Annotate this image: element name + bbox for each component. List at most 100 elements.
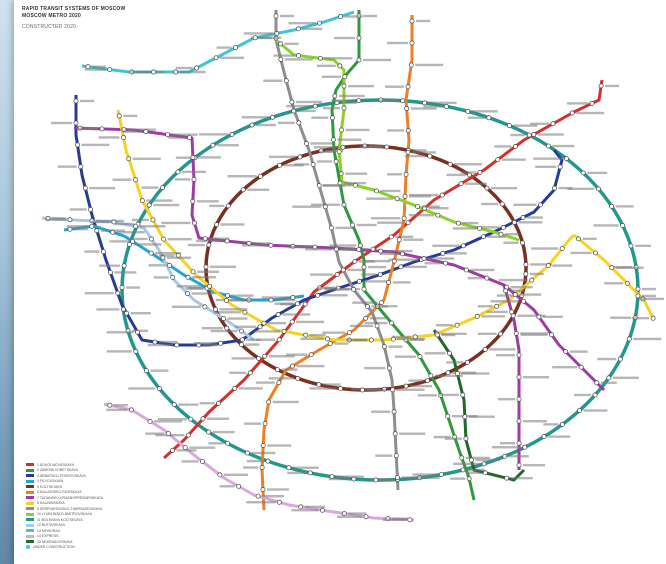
station-label (148, 264, 166, 267)
legend-label: 6 KALUZHSKO-RIZHSKAYA (37, 490, 82, 494)
station-label (467, 276, 483, 280)
station-label (363, 58, 391, 62)
station-marker (559, 421, 565, 427)
station-label (262, 494, 285, 498)
station-label (191, 276, 216, 279)
station-label (286, 353, 308, 356)
station-label (379, 478, 394, 482)
station-label (334, 342, 349, 345)
station-label (255, 123, 276, 127)
station-marker (203, 264, 209, 270)
station-marker (592, 392, 598, 398)
station-marker (165, 431, 171, 437)
station-label (543, 423, 559, 426)
station-label (570, 251, 592, 255)
station-label (605, 84, 620, 88)
station-marker (244, 450, 250, 456)
station-label (466, 471, 482, 475)
station-label (127, 128, 156, 131)
station-label (504, 233, 519, 236)
station-marker (481, 461, 487, 467)
station-marker (523, 261, 529, 267)
station-label (335, 226, 356, 230)
station-label (199, 133, 229, 136)
station-label (593, 224, 619, 227)
station-marker (509, 309, 515, 315)
station-marker (317, 20, 323, 26)
station-marker (260, 443, 266, 449)
station-label (366, 388, 387, 392)
station-marker (261, 320, 267, 326)
station-marker (333, 159, 339, 164)
station-marker (259, 465, 265, 470)
station-marker (175, 169, 181, 175)
station-label (533, 157, 563, 160)
station-marker (506, 123, 512, 129)
station-marker (398, 264, 404, 270)
station-label (139, 225, 166, 228)
station-marker (425, 378, 430, 384)
station-label (302, 27, 323, 31)
legend-item: 3 ARBATSKO-POKROVSKAYA (26, 473, 136, 478)
station-label (51, 217, 66, 220)
station-marker (465, 108, 471, 114)
station-label (452, 227, 476, 230)
station-label (486, 310, 508, 314)
station-marker (422, 100, 428, 106)
station-marker (298, 504, 304, 510)
station-label (446, 252, 467, 255)
station-marker (277, 162, 283, 168)
station-marker (364, 303, 370, 309)
station-marker (170, 447, 175, 453)
station-label (310, 142, 335, 145)
station-label (633, 337, 662, 341)
station-marker (206, 242, 212, 248)
station-label (178, 403, 199, 406)
station-label (368, 265, 386, 269)
station-label (424, 261, 442, 265)
legend-item: 13 MONORAIL (26, 528, 136, 533)
station-label (498, 397, 515, 401)
legend-item: 9 SERPUKHOVSKO-TIMIRYAZEVSKAYA (26, 506, 136, 511)
station-marker (388, 234, 394, 240)
station-marker (402, 193, 408, 199)
station-marker (217, 472, 223, 478)
station-marker (312, 103, 318, 109)
station-label (84, 250, 100, 253)
station-marker (356, 98, 362, 104)
station-label (324, 288, 350, 291)
station-marker (331, 137, 336, 143)
station-label (481, 315, 506, 318)
station-label (268, 377, 294, 380)
station-marker (403, 383, 409, 389)
station-label (132, 157, 161, 160)
station-label (409, 193, 439, 197)
station-label (91, 65, 106, 68)
station-marker (445, 413, 451, 419)
stations (44, 13, 664, 523)
station-label (364, 321, 388, 325)
station-marker (536, 314, 542, 320)
station-marker (339, 127, 344, 133)
station-label (408, 379, 424, 382)
station-label (529, 272, 544, 276)
station-label (130, 70, 150, 74)
station-label (466, 468, 485, 472)
station-label (114, 271, 137, 274)
station-label (106, 350, 132, 353)
station-label (432, 244, 460, 247)
station-label (558, 186, 573, 190)
station-marker (171, 402, 177, 408)
station-label (415, 63, 444, 67)
station-marker (206, 429, 212, 435)
station-label (382, 518, 406, 521)
legend-label: 15 NEKRASOVSKAYA (37, 539, 73, 544)
station-label (238, 387, 263, 390)
station-marker (393, 453, 399, 459)
station-marker (394, 475, 400, 481)
legend-label: 14 EXPRESS (37, 534, 59, 538)
station-marker (240, 187, 246, 193)
station-marker (213, 55, 219, 61)
station-marker (167, 262, 172, 268)
station-label (230, 299, 251, 302)
